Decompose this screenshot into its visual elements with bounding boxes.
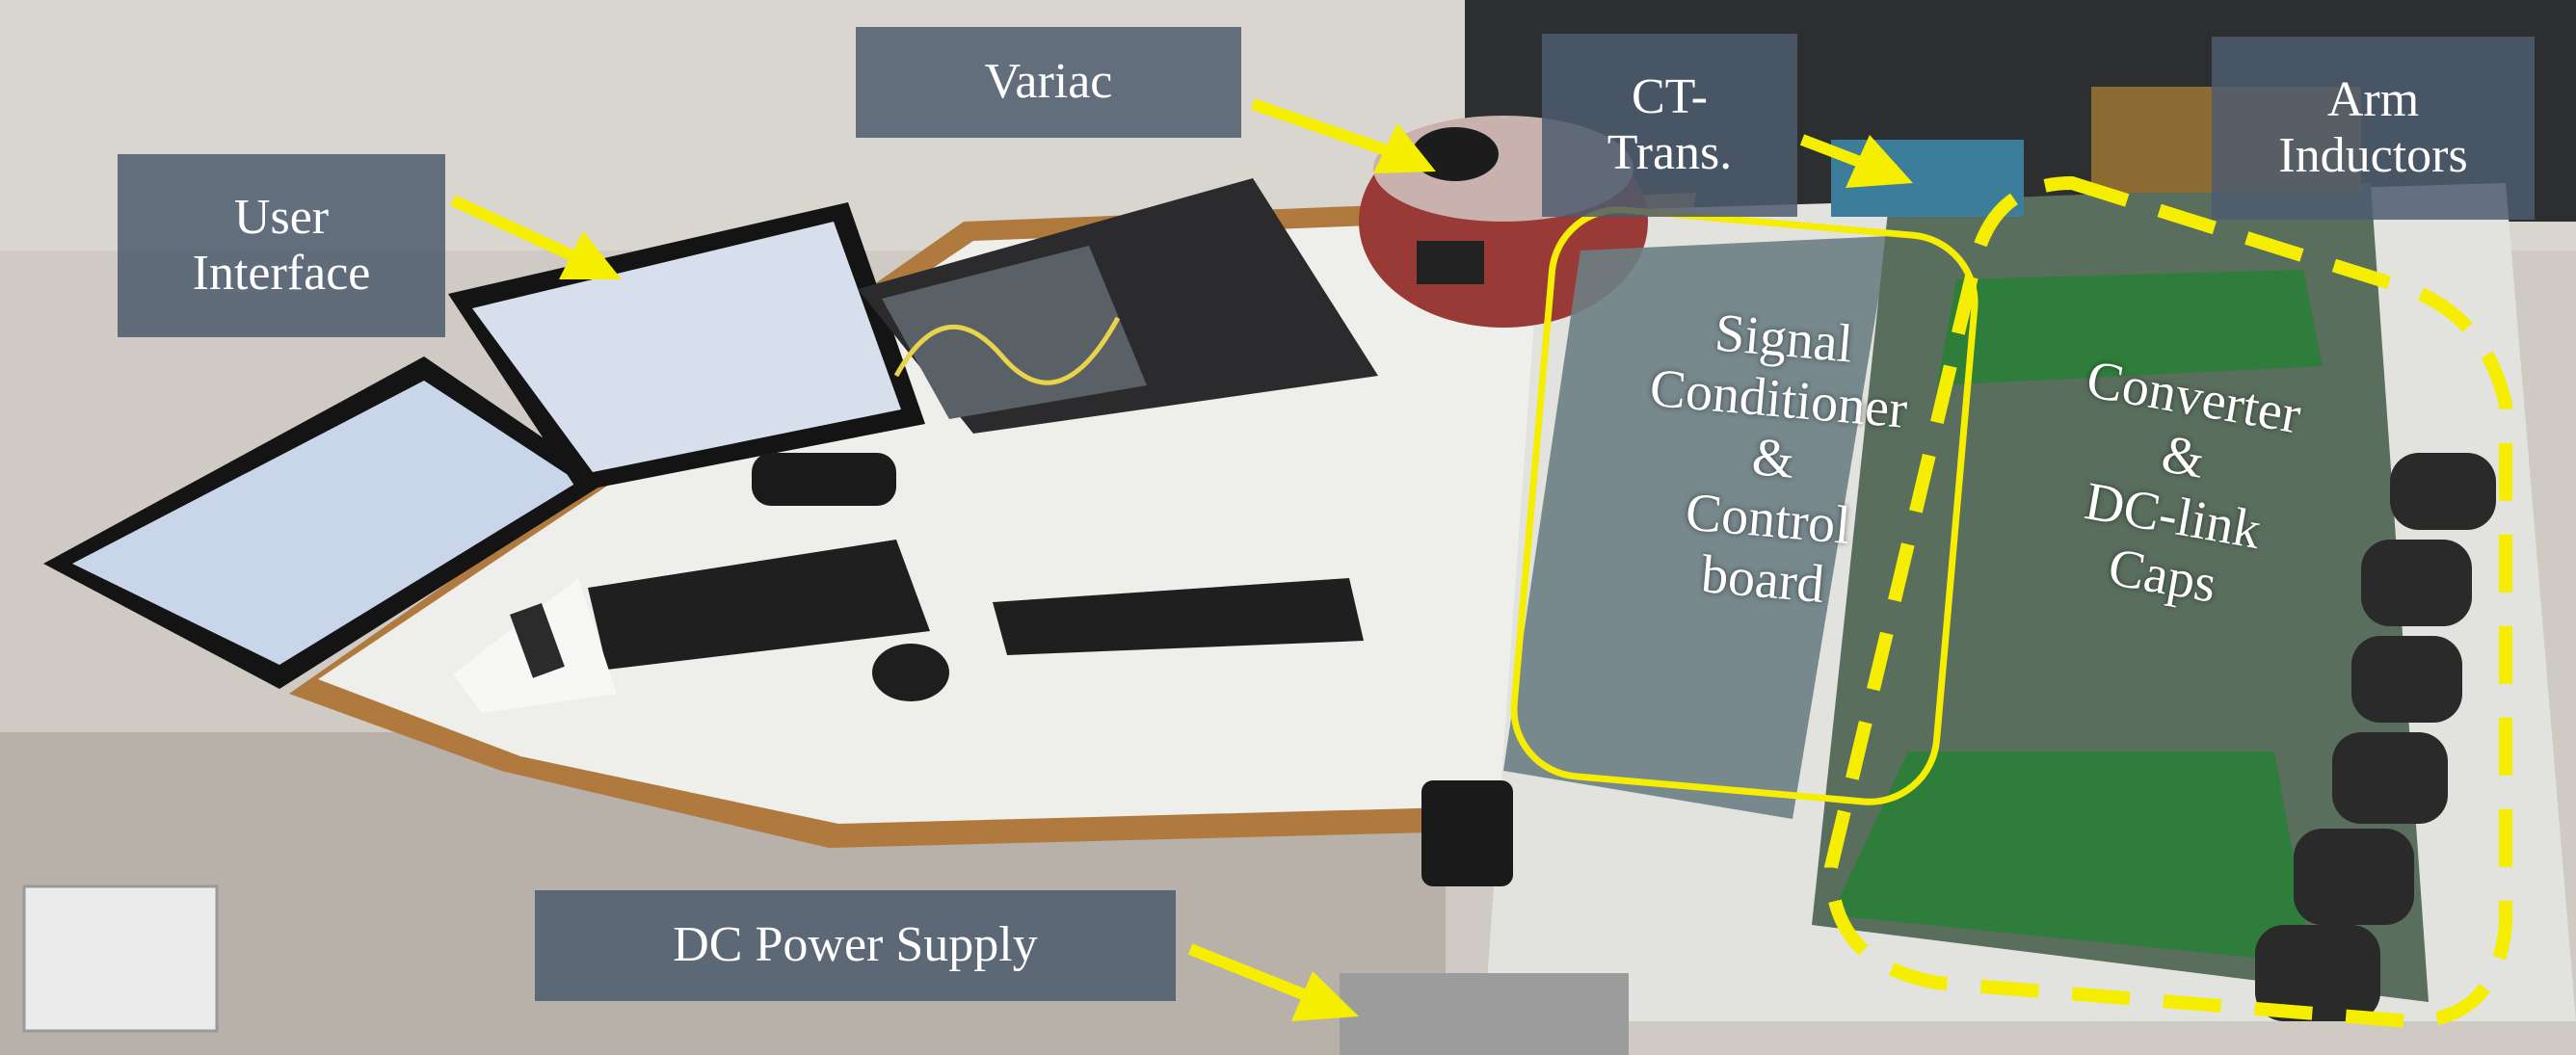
- ct-trans-text: CT- Trans.: [1607, 68, 1733, 180]
- user-interface-text: User Interface: [192, 189, 371, 301]
- monitor-left-screen: [72, 381, 578, 665]
- oscilloscope-waveform: [893, 316, 1121, 385]
- arm-inductors-text: Arm Inductors: [2278, 71, 2468, 183]
- arrowhead-dc-power-supply: [1291, 971, 1359, 1021]
- user-interface-label: User Interface: [118, 154, 445, 337]
- keyboard-left: [588, 540, 930, 670]
- monitor-stand: [752, 453, 896, 506]
- converter-dashed-outline: [1823, 175, 2512, 1029]
- signal-conditioner-outline: [1510, 206, 1978, 805]
- monitor-center-screen: [472, 222, 901, 472]
- ct-trans-label: CT- Trans.: [1542, 34, 1797, 217]
- power-adapter: [1421, 780, 1513, 886]
- dc-link-capacitors: [2255, 453, 2496, 1021]
- keyboard-right: [993, 578, 1364, 655]
- oscilloscope-screen: [882, 246, 1147, 419]
- arrow-variac: [1251, 98, 1399, 160]
- variac-display: [1417, 241, 1484, 284]
- signal-conditioner-label: Signal Conditioner & Control board: [1647, 303, 1910, 615]
- arrow-ct-trans: [1799, 134, 1868, 170]
- arrowhead-user-interface: [559, 231, 622, 279]
- dc-power-supply-text: DC Power Supply: [673, 917, 1038, 973]
- wall-outlet: [22, 884, 219, 1033]
- arrows: [450, 98, 1913, 1021]
- dc-power-supply-body: [1340, 973, 1629, 1055]
- variac-label: Variac: [856, 27, 1241, 138]
- control-board: [1503, 236, 1889, 819]
- mouse: [872, 644, 949, 701]
- arrow-dc-power-supply: [1187, 943, 1314, 1003]
- arrow-user-interface: [450, 195, 581, 264]
- variac-knob: [1412, 127, 1499, 181]
- arrowhead-ct-trans: [1846, 135, 1913, 188]
- converter-pcb-green: [1831, 752, 2313, 963]
- arm-inductors-label: Arm Inductors: [2212, 37, 2535, 220]
- dc-power-supply-label: DC Power Supply: [535, 890, 1176, 1001]
- converter-pcb-green-upper: [1937, 270, 2323, 385]
- phone: [510, 602, 565, 678]
- arrowhead-variac: [1373, 123, 1436, 173]
- variac-text: Variac: [984, 54, 1113, 110]
